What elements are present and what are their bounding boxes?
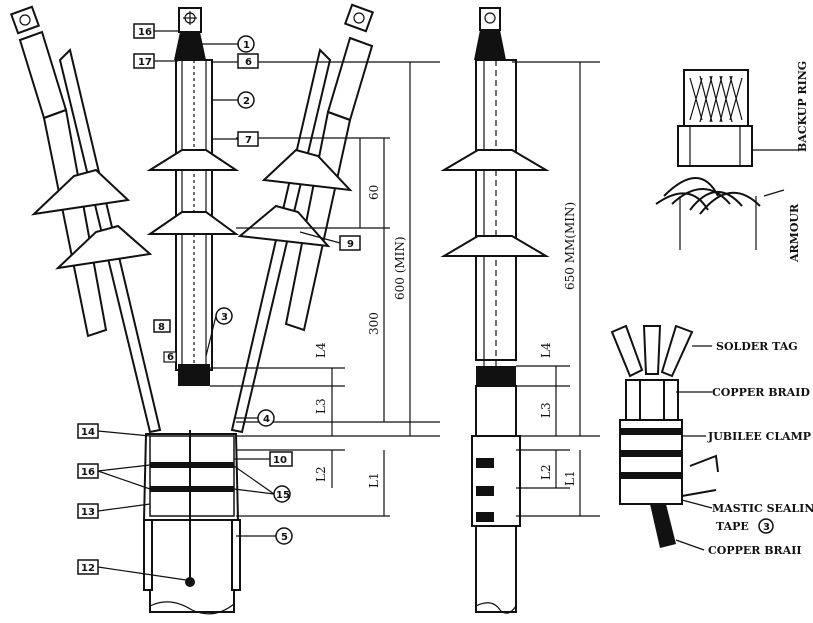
left-phase-arm — [9, 5, 153, 338]
label-mastic-number: 3 — [763, 522, 770, 533]
dim-l1: L1 — [367, 472, 381, 488]
main-cable — [149, 519, 235, 613]
balloon-17: 17 — [138, 57, 152, 68]
dim-l3: L3 — [314, 398, 328, 414]
center-shed-1 — [146, 149, 240, 171]
balloon-13: 14 — [81, 427, 95, 438]
label-mastic-tape: TAPE — [716, 520, 749, 533]
label-backup-ring: BACKUP RING — [796, 61, 809, 152]
right-phase-arm — [237, 3, 375, 332]
sealing-cap — [174, 32, 206, 60]
balloon-16: 16 — [138, 27, 152, 38]
balloon-1: 1 — [243, 40, 250, 51]
label-mastic-sealing: MASTIC SEALIN — [712, 502, 813, 515]
dim-650: 650 MM(MIN) — [563, 202, 577, 290]
middle-side-view — [440, 7, 550, 614]
balloon-4: 4 — [263, 414, 270, 425]
left-dimension-texts: 60 600 (MIN) 300 L4 L3 L2 L1 — [314, 185, 407, 488]
balloon-11: 12 — [81, 563, 95, 574]
label-solder-tag: SOLDER TAG — [716, 340, 798, 353]
mid-dim-l4: L4 — [539, 342, 553, 358]
dim-600: 600 (MIN) — [393, 236, 407, 300]
balloon-10: 10 — [273, 455, 287, 466]
middle-dimension-texts: 650 MM(MIN) L4 L3 L2 L1 — [539, 202, 577, 486]
dim-l4: L4 — [314, 342, 328, 358]
middle-dimension-lines — [512, 61, 600, 517]
balloon-3: 3 — [221, 312, 228, 323]
backup-ring-detail: BACKUP RING ARMOUR — [655, 61, 809, 263]
armour-braid-zone — [149, 435, 235, 517]
label-copper-braid-bottom: COPPER BRAII — [708, 544, 802, 557]
balloon-8: 8 — [158, 322, 165, 333]
balloon-2: 2 — [243, 96, 250, 107]
label-armour: ARMOUR — [788, 203, 801, 263]
mid-dim-l1: L1 — [563, 470, 577, 486]
label-jubilee-clamp: JUBILEE CLAMP — [707, 430, 811, 443]
balloons: 16 17 6 7 9 8 6 14 16 13 12 1 2 3 4 5 10… — [77, 23, 361, 581]
dim-300: 300 — [367, 312, 381, 335]
dim-l2: L2 — [314, 466, 328, 482]
left-dimension-lines — [210, 61, 440, 517]
mid-dim-l2: L2 — [539, 464, 553, 480]
balloon-12: 13 — [81, 507, 95, 518]
balloon-5: 5 — [281, 532, 288, 543]
balloon-14: 16 — [81, 467, 95, 478]
dim-60: 60 — [367, 185, 381, 200]
balloon-7: 7 — [245, 135, 252, 146]
copper-braid-detail: SOLDER TAG COPPER BRAID JUBILEE CLAMP MA… — [610, 324, 813, 557]
balloon-15: 15 — [276, 490, 290, 501]
mid-dim-l3: L3 — [539, 402, 553, 418]
balloon-6-top: 6 — [245, 57, 252, 68]
balloon-9: 9 — [347, 239, 354, 250]
balloon-6-low: 6 — [167, 352, 174, 363]
left-termination-assembly — [9, 3, 375, 615]
label-copper-braid-top: COPPER BRAID — [712, 386, 810, 399]
center-shed-2 — [146, 211, 240, 235]
